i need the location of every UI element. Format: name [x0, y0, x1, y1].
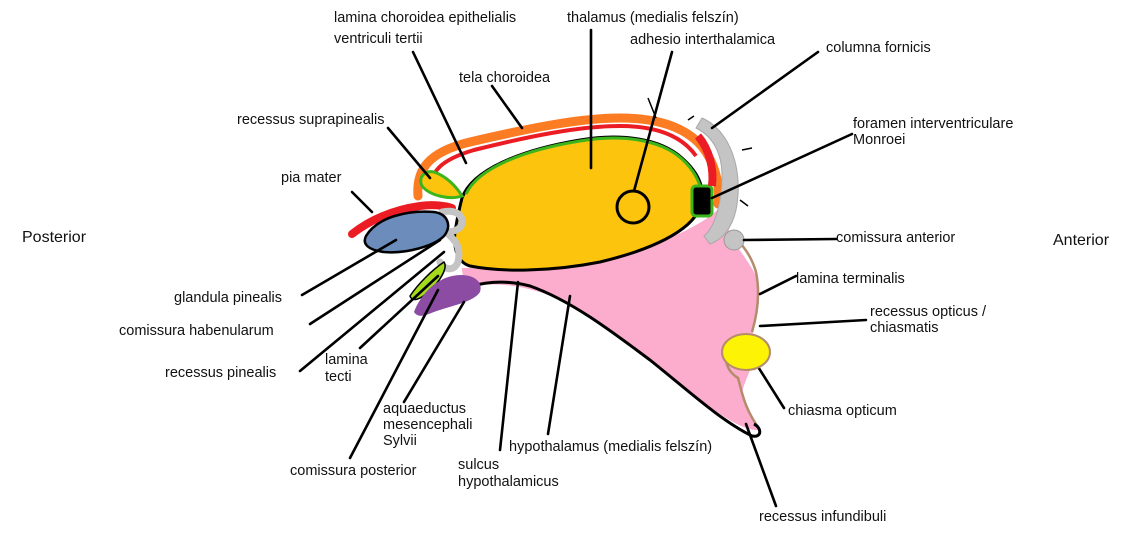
- label-aquaeductus-line2: mesencephali: [383, 417, 472, 433]
- label-aquaeductus-line1: aquaeductus: [383, 401, 466, 417]
- label-foramen-line1: foramen interventriculare: [853, 116, 1013, 132]
- label-recessus-pinealis: recessus pinealis: [165, 365, 276, 381]
- label-glandula-pinealis: glandula pinealis: [174, 290, 282, 306]
- anterior-label: Anterior: [1053, 232, 1110, 249]
- label-lamina-tecti-line2: tecti: [325, 369, 352, 385]
- label-chiasma-opticum: chiasma opticum: [788, 403, 897, 419]
- label-comissura-posterior: comissura posterior: [290, 463, 417, 479]
- label-sulcus-line2: hypothalamicus: [458, 474, 559, 490]
- label-foramen-line2: Monroei: [853, 132, 905, 148]
- label-aquaeductus-line3: Sylvii: [383, 433, 417, 449]
- leader-lines: [298, 28, 868, 508]
- hypothalamus-region: [462, 205, 760, 431]
- plexus-red-anterior: [694, 133, 717, 187]
- label-recessus-suprapinealis: recessus suprapinealis: [237, 112, 385, 128]
- label-adhesio-interthalamica: adhesio interthalamica: [630, 32, 776, 48]
- ependyma-green: [464, 136, 704, 195]
- label-hypothalamus: hypothalamus (medialis felszín): [509, 439, 712, 455]
- fornix-whisker-3: [739, 199, 749, 207]
- label-columna-fornicis: columna fornicis: [826, 40, 931, 56]
- label-comissura-anterior: comissura anterior: [836, 230, 955, 246]
- label-recessus-infundibuli: recessus infundibuli: [759, 509, 886, 525]
- label-lamina-tecti-line1: lamina: [325, 352, 369, 368]
- hypothalamus-lower-border: [437, 280, 762, 438]
- comissura-anterior-shape: [723, 229, 745, 251]
- pia-roof-red: [428, 123, 698, 193]
- label-comissura-habenularum: comissura habenularum: [119, 323, 274, 339]
- glandula-pinealis-shape: [363, 210, 450, 254]
- foramen-interventriculare: [690, 184, 714, 218]
- label-lamina-choroidea-line2: ventriculi tertii: [334, 31, 423, 47]
- label-lamina-terminalis: lamina terminalis: [796, 271, 905, 287]
- fornix-whisker-4: [687, 115, 695, 121]
- label-recessus-opticus-line1: recessus opticus /: [870, 304, 987, 320]
- label-thalamus: thalamus (medialis felszín): [567, 10, 739, 26]
- lamina-terminalis-outline: [737, 239, 760, 333]
- label-lamina-choroidea-line1: lamina choroidea epithelialis: [334, 10, 516, 26]
- lamina-tecti-shape: [409, 260, 446, 301]
- label-recessus-opticus-line2: chiasmatis: [870, 320, 939, 336]
- chiasma-opticum-shape: [721, 333, 771, 371]
- pia-mater-red: [348, 201, 456, 238]
- label-tela-choroidea: tela choroidea: [459, 70, 551, 86]
- posterior-label: Posterior: [22, 229, 87, 246]
- fornix-whisker-2: [741, 147, 753, 151]
- columna-fornicis: [695, 117, 739, 245]
- label-sulcus-line1: sulcus: [458, 457, 499, 473]
- label-pia-mater: pia mater: [281, 170, 342, 186]
